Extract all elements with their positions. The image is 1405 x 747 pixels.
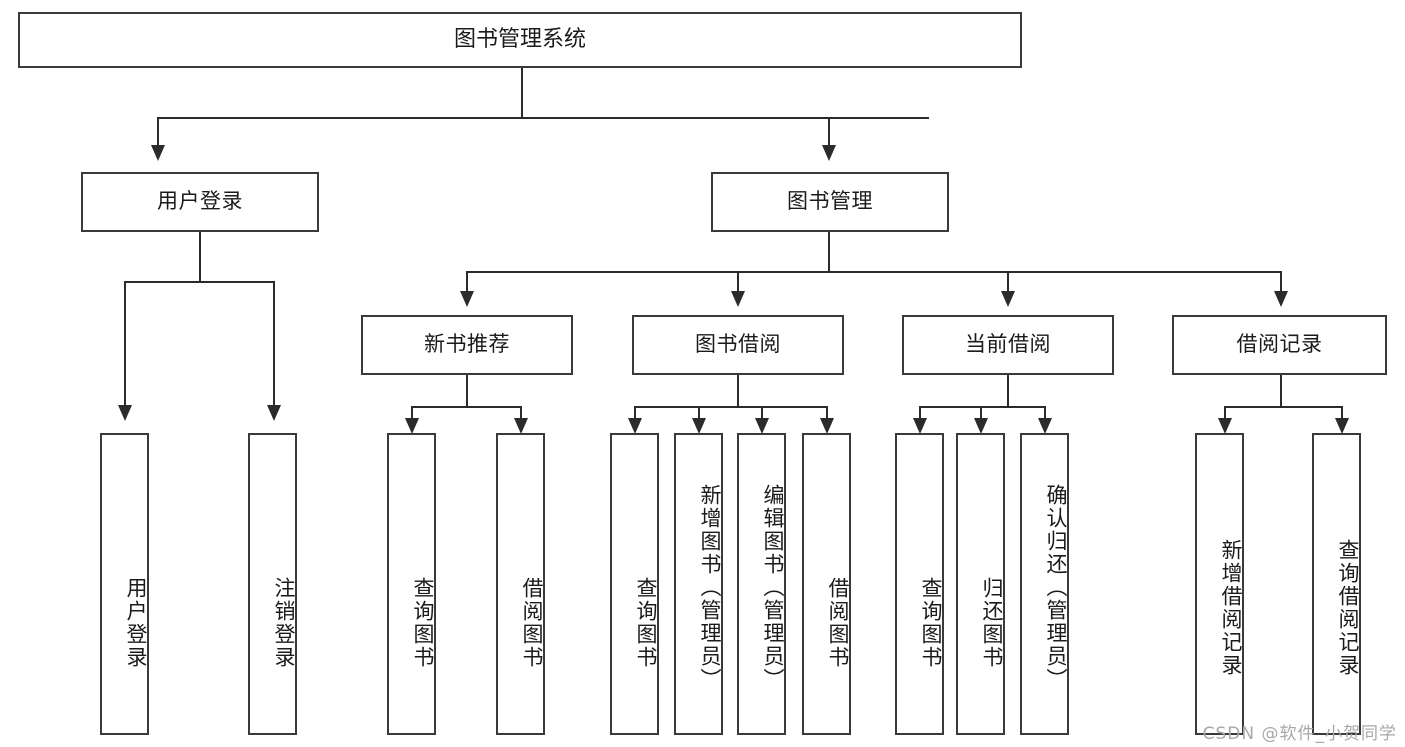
node-current-borrow-label: 当前借阅: [965, 332, 1051, 357]
edge-new-book-rec-down: [466, 375, 468, 407]
edge-current-borrow-down: [1007, 375, 1009, 407]
edge-borrow-record-bus: [1224, 406, 1343, 408]
node-new-book-recommend-label: 新书推荐: [424, 332, 510, 357]
arrow-current-borrow-child-1: [913, 418, 927, 434]
node-borrow-record-label: 借阅记录: [1236, 332, 1323, 357]
leaf-add-book-admin[interactable]: 新增图书（管理员）: [674, 433, 723, 735]
arrow-new-book-rec-child-2: [514, 418, 528, 434]
arrow-book-borrow-child-4: [820, 418, 834, 434]
leaf-query-book-rec-label: 查询图书: [411, 577, 435, 669]
watermark: CSDN @软件_小贺同学: [1202, 724, 1397, 744]
leaf-user-login[interactable]: 用户登录: [100, 433, 149, 735]
node-borrow-record[interactable]: 借阅记录: [1172, 315, 1387, 375]
edge-current-borrow-child-3: [1044, 406, 1046, 420]
node-book-borrow-label: 图书借阅: [695, 332, 781, 357]
arrow-to-new-book-rec: [460, 291, 474, 307]
arrow-book-borrow-child-1: [628, 418, 642, 434]
edge-new-book-rec-child-2: [520, 406, 522, 420]
edge-user-login-child-1: [124, 281, 126, 407]
arrow-to-book-borrow: [731, 291, 745, 307]
node-book-management[interactable]: 图书管理: [711, 172, 949, 232]
arrow-borrow-record-child-2: [1335, 418, 1349, 434]
node-root[interactable]: 图书管理系统: [18, 12, 1022, 68]
edge-to-new-book-rec: [466, 271, 468, 293]
edge-book-borrow-bus: [634, 406, 826, 408]
leaf-borrow-book-rec-label: 借阅图书: [520, 577, 544, 669]
edge-new-book-rec-bus: [411, 406, 522, 408]
leaf-query-borrow-record[interactable]: 查询借阅记录: [1312, 433, 1361, 735]
leaf-add-borrow-record-label: 新增借阅记录: [1219, 539, 1243, 677]
leaf-query-book-borrow-label: 查询图书: [634, 577, 658, 669]
edge-borrow-record-child-2: [1341, 406, 1343, 420]
leaf-edit-book-admin-label: 编辑图书（管理员）: [761, 483, 785, 691]
edge-to-borrow-record: [1280, 271, 1282, 293]
node-user-login[interactable]: 用户登录: [81, 172, 319, 232]
edge-user-login-down: [199, 232, 201, 282]
arrow-user-login-child-1: [118, 405, 132, 421]
leaf-query-book-borrow[interactable]: 查询图书: [610, 433, 659, 735]
node-user-login-label: 用户登录: [157, 189, 243, 214]
node-new-book-recommend[interactable]: 新书推荐: [361, 315, 573, 375]
leaf-query-book-current-label: 查询图书: [919, 577, 943, 669]
edge-book-borrow-child-2: [698, 406, 700, 420]
arrow-new-book-rec-child-1: [405, 418, 419, 434]
edge-current-borrow-child-1: [919, 406, 921, 420]
edge-book-borrow-child-3: [761, 406, 763, 420]
arrow-current-borrow-child-3: [1038, 418, 1052, 434]
leaf-return-book-label: 归还图书: [980, 577, 1004, 669]
leaf-borrow-book-rec[interactable]: 借阅图书: [496, 433, 545, 735]
node-current-borrow[interactable]: 当前借阅: [902, 315, 1114, 375]
edge-book-management-down: [828, 232, 830, 272]
edge-to-current-borrow: [1007, 271, 1009, 293]
leaf-return-book[interactable]: 归还图书: [956, 433, 1005, 735]
edge-book-borrow-child-1: [634, 406, 636, 420]
leaf-add-book-admin-label: 新增图书（管理员）: [698, 483, 722, 691]
node-book-borrow[interactable]: 图书借阅: [632, 315, 844, 375]
arrow-to-book-manage: [822, 145, 836, 161]
leaf-logout-label: 注销登录: [272, 577, 296, 669]
leaf-confirm-return-admin-label: 确认归还（管理员）: [1044, 483, 1068, 691]
leaf-borrow-book-borrow-label: 借阅图书: [826, 577, 850, 669]
leaf-add-borrow-record[interactable]: 新增借阅记录: [1195, 433, 1244, 735]
edge-borrow-record-child-1: [1224, 406, 1226, 420]
edge-root-down: [521, 68, 523, 118]
leaf-query-borrow-record-label: 查询借阅记录: [1336, 539, 1360, 677]
leaf-query-book-rec[interactable]: 查询图书: [387, 433, 436, 735]
arrow-user-login-child-2: [267, 405, 281, 421]
edge-current-borrow-child-2: [980, 406, 982, 420]
edge-level3-bus: [466, 271, 1280, 273]
edge-user-login-child-2: [273, 281, 275, 407]
arrow-to-user-login: [151, 145, 165, 161]
arrow-borrow-record-child-1: [1218, 418, 1232, 434]
edge-current-borrow-bus: [919, 406, 1045, 408]
leaf-edit-book-admin[interactable]: 编辑图书（管理员）: [737, 433, 786, 735]
edge-book-borrow-down: [737, 375, 739, 407]
leaf-borrow-book-borrow[interactable]: 借阅图书: [802, 433, 851, 735]
edge-borrow-record-down: [1280, 375, 1282, 407]
edge-level2-bus: [157, 117, 929, 119]
leaf-user-login-label: 用户登录: [124, 577, 148, 669]
edge-new-book-rec-child-1: [411, 406, 413, 420]
edge-user-login-bus: [124, 281, 275, 283]
edge-to-user-login: [157, 117, 159, 147]
arrow-book-borrow-child-2: [692, 418, 706, 434]
leaf-logout[interactable]: 注销登录: [248, 433, 297, 735]
leaf-query-book-current[interactable]: 查询图书: [895, 433, 944, 735]
edge-to-book-borrow: [737, 271, 739, 293]
arrow-to-current-borrow: [1001, 291, 1015, 307]
edge-to-book-manage: [828, 117, 830, 147]
leaf-confirm-return-admin[interactable]: 确认归还（管理员）: [1020, 433, 1069, 735]
edge-book-borrow-child-4: [826, 406, 828, 420]
node-root-label: 图书管理系统: [453, 26, 586, 52]
arrow-book-borrow-child-3: [755, 418, 769, 434]
arrow-current-borrow-child-2: [974, 418, 988, 434]
node-book-management-label: 图书管理: [787, 189, 873, 214]
arrow-to-borrow-record: [1274, 291, 1288, 307]
